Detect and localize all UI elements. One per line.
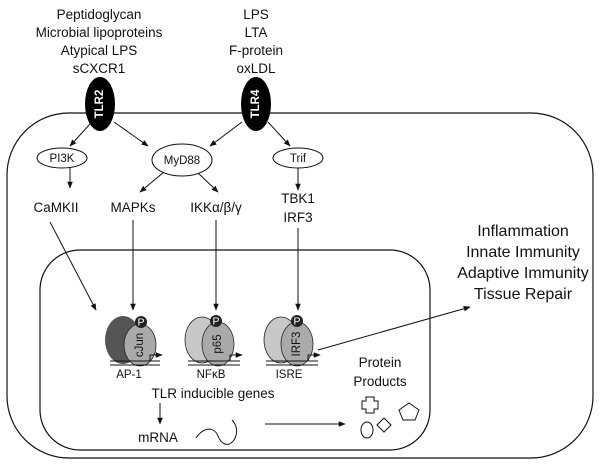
tlr-inducible-genes-label: TLR inducible genes (151, 386, 274, 401)
ikk-label: IKKα/β/γ (190, 200, 242, 215)
cjun-label: cJun (134, 333, 146, 357)
tbk1-label: TBK1 (281, 191, 315, 206)
arrow-myd88-ikk (197, 172, 219, 193)
nfkb-complex: P p65 (184, 315, 243, 367)
mapks-label: MAPKs (110, 200, 155, 215)
ligand-atypical-lps: Atypical LPS (61, 43, 138, 58)
ap1-label: AP-1 (116, 369, 142, 381)
camkii-label: CaMKII (33, 200, 78, 215)
oval-protein-shape (360, 421, 374, 439)
outcome-inflammation: Inflammation (477, 223, 569, 240)
tlr4-ligand-list: LPS LTA F-protein oxLDL (229, 7, 283, 76)
pentagon-protein-shape (398, 402, 420, 421)
mrna-strand (195, 419, 238, 445)
tlr2-ligand-list: Peptidoglycan Microbial lipoproteins Aty… (36, 7, 163, 76)
ap1-phospho-label: P (137, 317, 144, 329)
ap1-complex: P cJun (105, 316, 163, 367)
arrow-tlr4-myd88 (209, 121, 243, 147)
pi3k-node: PI3K (36, 147, 88, 169)
arrow-to-outcomes (317, 306, 471, 351)
ligand-lps: LPS (243, 7, 269, 22)
protein-products-line2: Products (353, 374, 407, 389)
ligand-oxldl: oxLDL (236, 61, 276, 76)
nfkb-phospho-label: P (212, 316, 219, 328)
diamond-protein-shape (376, 417, 392, 433)
outcome-adaptive-immunity: Adaptive Immunity (457, 265, 589, 282)
arrow-tlr2-myd88 (113, 121, 149, 147)
ligand-lta: LTA (245, 25, 268, 40)
arrow-myd88-mapks (139, 171, 165, 193)
nfkb-label: NFκB (197, 369, 226, 381)
outcome-tissue-repair: Tissue Repair (474, 286, 573, 303)
irf3-phospho-label: P (293, 316, 300, 328)
protein-products-line1: Protein (359, 355, 402, 370)
irf3-tf-label: IRF3 (291, 332, 303, 357)
ligand-scxcr1: sCXCR1 (73, 61, 126, 76)
outcomes-list: Inflammation Innate Immunity Adaptive Im… (457, 223, 589, 303)
p65-label: p65 (212, 334, 224, 353)
myd88-node: MyD88 (151, 143, 213, 177)
myd88-label: MyD88 (164, 155, 200, 167)
tlr4-receptor: TLR4 (241, 77, 271, 131)
ligand-microbial-lipoproteins: Microbial lipoproteins (36, 25, 163, 40)
tlr4-label: TLR4 (250, 89, 262, 118)
arrow-tlr2-pi3k (69, 123, 91, 147)
arrow-tlr4-trif (267, 121, 291, 147)
tlr2-receptor: TLR2 (85, 77, 115, 131)
pi3k-label: PI3K (50, 153, 75, 165)
mrna-label: mRNA (138, 430, 178, 445)
protein-shapes (360, 396, 420, 439)
cross-protein-shape (361, 396, 379, 414)
ligand-f-protein: F-protein (229, 43, 283, 58)
isre-label: ISRE (276, 369, 303, 381)
ligand-peptidoglycan: Peptidoglycan (57, 7, 142, 22)
trif-node: Trif (272, 147, 324, 169)
tlr2-label: TLR2 (94, 90, 106, 119)
nucleus (39, 249, 431, 451)
trif-label: Trif (290, 153, 307, 165)
outcome-innate-immunity: Innate Immunity (466, 244, 580, 261)
irf3-complex: P IRF3 (263, 315, 321, 367)
arrow-camkii-ap1 (49, 221, 97, 311)
irf3-kinase-label: IRF3 (283, 210, 312, 225)
